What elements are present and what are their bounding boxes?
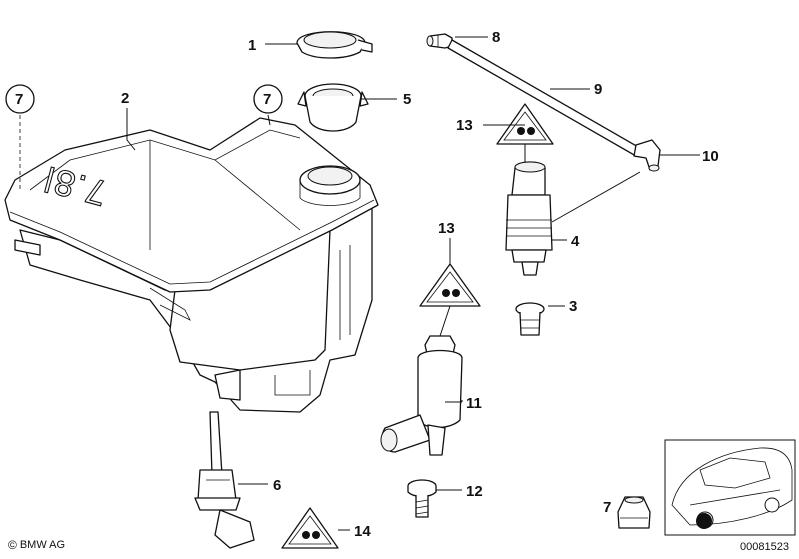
callout-2: 2 [121,90,129,107]
vehicle-location-inset [664,439,796,536]
callout-10: 10 [702,148,719,165]
filler-seal-ring[interactable] [297,83,369,132]
callout-6: 6 [273,477,281,494]
drawing-number: 00081523 [740,541,789,553]
warning-label-middle[interactable] [419,263,481,307]
fluid-level-sensor[interactable] [194,411,255,549]
callout-13-top: 13 [456,117,473,134]
headlight-washer-pump[interactable] [380,335,463,456]
brand-name: BMW AG [19,539,66,551]
callout-13-middle: 13 [438,220,455,237]
filler-cap[interactable] [296,31,373,59]
callout-9: 9 [594,81,602,98]
callout-8: 8 [492,29,500,46]
copyright-symbol: © [8,538,17,552]
callout-11: 11 [466,395,482,412]
callout-circle-7-left [5,84,35,114]
warning-label-top[interactable] [496,103,554,145]
hex-nut[interactable] [617,496,651,529]
callout-3: 3 [569,298,577,315]
warning-label-bottom[interactable] [281,507,339,549]
callout-circle-7-tank [253,84,283,114]
mounting-bolt[interactable] [407,479,437,518]
elbow-connector[interactable] [633,139,661,172]
washer-pump[interactable] [505,161,553,276]
pump-grommet[interactable] [515,302,545,336]
hose-connector[interactable] [426,33,453,49]
callout-5: 5 [403,91,411,108]
callout-7-left: 7 [15,91,23,108]
callout-4: 4 [571,233,580,250]
copyright-brand: © BMW AG [8,538,65,552]
callout-7-tank: 7 [263,91,271,108]
callout-12: 12 [466,483,483,500]
location-marker-icon [696,513,712,529]
leader-lines [19,36,700,531]
callout-numbers: 1 2 3 4 5 6 7 7 7 8 9 10 11 12 13 13 14 [15,29,719,540]
callout-1: 1 [248,37,256,54]
callout-7-nut: 7 [603,499,611,516]
callout-14: 14 [354,523,371,540]
washer-fluid-tank[interactable]: 7.8l [4,117,379,413]
